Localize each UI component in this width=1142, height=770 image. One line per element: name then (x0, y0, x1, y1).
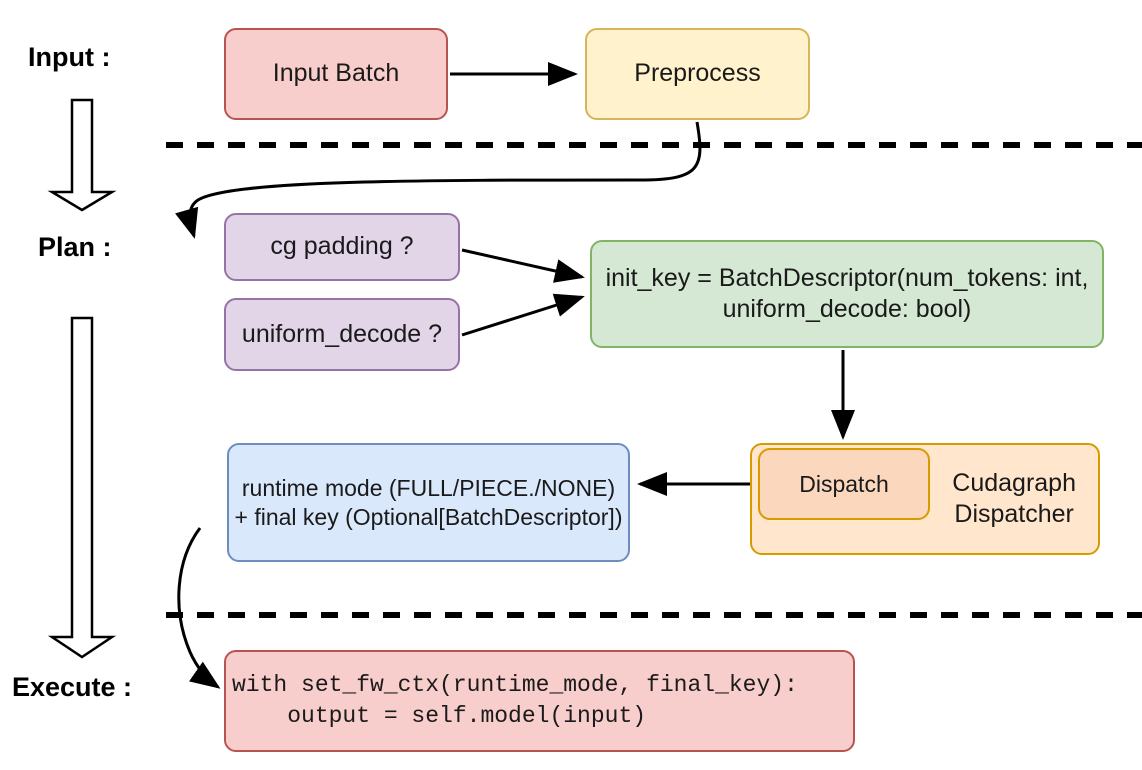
node-execute-code[interactable]: with set_fw_ctx(runtime_mode, final_key)… (224, 650, 855, 752)
stage-label-input: Input : (28, 42, 111, 72)
node-input-batch[interactable]: Input Batch (224, 28, 448, 120)
stage-label-plan: Plan : (38, 232, 112, 262)
stage-arrow-plan-to-execute-icon (47, 316, 117, 659)
node-cudagraph-dispatcher-label: Cudagraph Dispatcher (952, 468, 1076, 528)
stage-arrow-input-to-plan-icon (47, 98, 117, 212)
node-preprocess-label: Preprocess (634, 59, 761, 88)
node-input-batch-label: Input Batch (272, 59, 400, 88)
node-cg-padding-label: cg padding ? (270, 232, 414, 261)
node-runtime-mode-label: runtime mode (FULL/PIECE./NONE) + final … (234, 474, 623, 530)
node-uniform-decode[interactable]: uniform_decode ? (224, 298, 460, 371)
node-uniform-decode-label: uniform_decode ? (241, 319, 443, 348)
node-execute-code-label: with set_fw_ctx(runtime_mode, final_key)… (232, 671, 798, 729)
node-dispatch[interactable]: Dispatch (758, 448, 930, 520)
node-cg-padding[interactable]: cg padding ? (224, 213, 460, 281)
connector-runtime-mode-to-execute-code (177, 527, 221, 689)
connector-cg-padding-to-init-key (461, 248, 585, 283)
node-dispatch-label: Dispatch (799, 470, 889, 497)
stage-label-execute: Execute : (12, 672, 133, 702)
node-init-key-label: init_key = BatchDescriptor(num_tokens: i… (605, 263, 1089, 323)
node-runtime-mode[interactable]: runtime mode (FULL/PIECE./NONE) + final … (227, 443, 630, 562)
connector-uniform-decode-to-init-key (461, 293, 585, 337)
node-preprocess[interactable]: Preprocess (585, 28, 810, 120)
node-init-key[interactable]: init_key = BatchDescriptor(num_tokens: i… (590, 240, 1104, 348)
